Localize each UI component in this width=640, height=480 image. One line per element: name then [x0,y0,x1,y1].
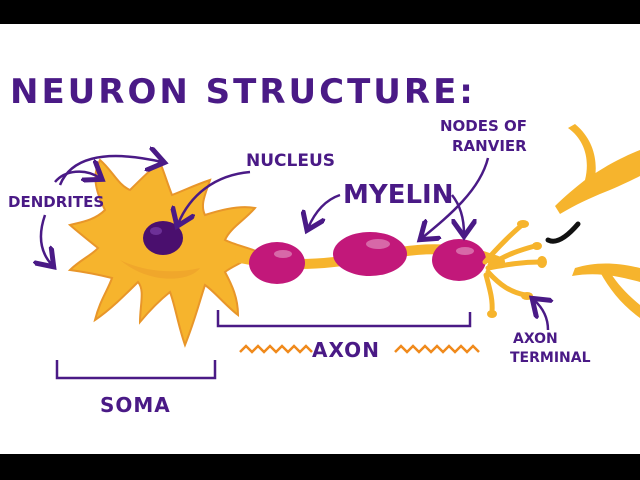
axon-label: AXON [312,338,380,362]
axon-terminal-label-line1: AXON [513,331,558,347]
axon-arrow-right [395,346,479,352]
next-neuron-dendrites [555,124,640,318]
dendrites-arrow-down [41,215,52,265]
myelin-sheath-1 [249,242,305,284]
axon-terminal-label-line2: TERMINAL [510,350,591,366]
myelin-label: MYELIN [343,180,453,210]
myelin-sheath-2 [333,232,407,276]
synapse-mark [548,224,578,241]
axon-terminal-arrow [534,300,548,330]
nodes-label-line2: RANVIER [452,137,527,155]
dendrites-label: DENDRITES [8,193,104,211]
soma-bracket [57,360,215,378]
axon-bracket [218,310,470,326]
page-title: NEURON STRUCTURE: [10,72,476,112]
axon-arrow-left [240,346,312,352]
nucleus-shape [143,221,183,255]
myelin-sheath-3 [432,239,486,281]
myelin-arrow-left [308,195,340,228]
nodes-label-line1: NODES OF [440,117,527,135]
soma-label: SOMA [100,393,171,417]
axon-terminal-shape [485,225,540,312]
nucleus-label: NUCLEUS [246,151,335,171]
